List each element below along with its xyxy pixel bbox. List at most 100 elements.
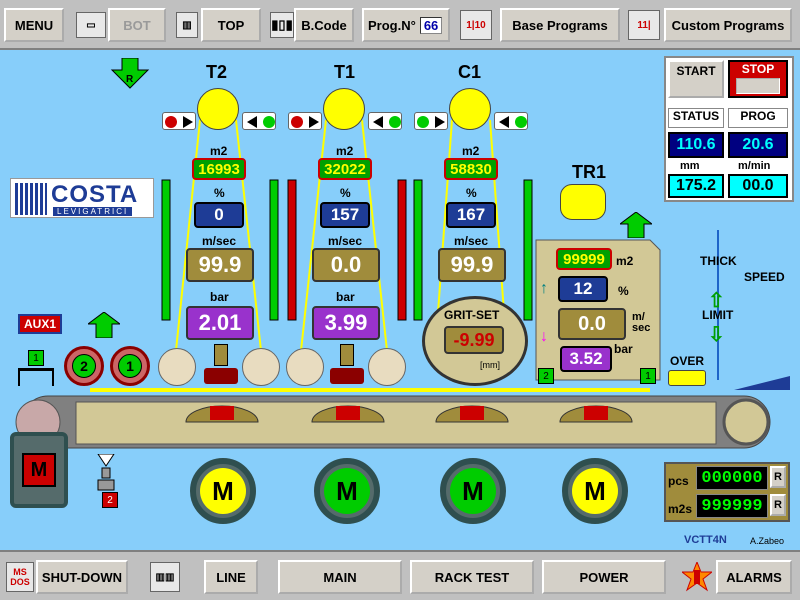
motor-t1[interactable]: M: [314, 458, 380, 524]
tension-indicators: [161, 179, 533, 321]
t2-speed-label: m/sec: [202, 234, 237, 248]
c1-m2-value: 58830: [444, 158, 498, 180]
prog-number-label: Prog.N°: [368, 17, 416, 33]
t2-right-oscillator[interactable]: [242, 112, 276, 130]
machine-panel: R T2 T1 C1 m2 16993 % 0 m/sec 99.9 bar 2…: [0, 50, 800, 550]
stop-label: STOP: [741, 62, 775, 76]
tr1-badge-left: 2: [538, 368, 554, 384]
t2-left-oscillator[interactable]: [162, 112, 196, 130]
conveyor-bed: [75, 401, 717, 445]
grit-set-value[interactable]: -9.99: [444, 326, 504, 354]
t1-bar-label: bar: [336, 290, 355, 304]
rack-test-button[interactable]: RACK TEST: [410, 560, 534, 594]
tr1-down-small-icon: ↓: [540, 328, 548, 345]
top-machine-icon: ▥: [176, 12, 198, 38]
counter-2-circle[interactable]: 2: [64, 346, 104, 386]
start-button[interactable]: START: [668, 60, 724, 98]
prog-number-field[interactable]: Prog.N° 66: [362, 8, 450, 42]
costa-logo-sub: LEVIGATRICI: [53, 207, 133, 216]
motor-c1[interactable]: M: [440, 458, 506, 524]
top-button[interactable]: TOP: [201, 8, 261, 42]
drop-device-icon: [96, 453, 116, 506]
over-label: OVER: [670, 354, 705, 368]
m2s-reset-button[interactable]: R: [770, 494, 786, 516]
c1-left-oscillator[interactable]: [414, 112, 448, 130]
grit-set-unit: [mm]: [480, 360, 500, 370]
mm-value[interactable]: 175.2: [668, 174, 724, 198]
t2-bar-value[interactable]: 2.01: [186, 306, 254, 340]
custom-programs-icon: 11|: [628, 10, 660, 40]
status-label: STATUS: [668, 108, 724, 128]
bot-machine-icon: ▭: [76, 12, 106, 38]
c1-speed-value[interactable]: 99.9: [438, 248, 506, 282]
tr1-m2-label: m2: [616, 254, 634, 268]
t1-bar-value[interactable]: 3.99: [312, 306, 380, 340]
t1-speed-label: m/sec: [328, 234, 363, 248]
main-button[interactable]: MAIN: [278, 560, 402, 594]
t2-left-roller: [158, 348, 196, 386]
tr1-speed-value[interactable]: 0.0: [558, 308, 626, 340]
pcs-value: 000000: [696, 466, 768, 490]
aux1-button[interactable]: AUX1: [18, 314, 62, 334]
power-button[interactable]: POWER: [542, 560, 666, 594]
thick-up-icon[interactable]: ⇧: [708, 290, 725, 312]
tr1-drum[interactable]: [560, 184, 606, 220]
pressure-pads: [185, 405, 633, 423]
conveyor-motor[interactable]: M: [10, 432, 68, 508]
tr1-pct-value[interactable]: 12: [558, 276, 608, 302]
t1-left-oscillator[interactable]: [288, 112, 322, 130]
head-t1-drum[interactable]: [323, 88, 365, 130]
sensor-badge: 1: [28, 350, 44, 366]
c1-right-oscillator[interactable]: [494, 112, 528, 130]
t1-m2-value: 32022: [318, 158, 372, 180]
aux-up-arrow-icon[interactable]: [86, 311, 122, 339]
barcode-icon: ▮▯▮: [270, 12, 294, 38]
t1-right-roller: [368, 348, 406, 386]
t1-m2-label: m2: [336, 144, 354, 158]
prog-value: 20.6: [728, 132, 788, 158]
head-t2-drum[interactable]: [197, 88, 239, 130]
drop-badge: 2: [102, 492, 118, 508]
tr1-pct-label: %: [618, 284, 629, 298]
t2-pct-value[interactable]: 0: [194, 202, 244, 228]
msdos-icon[interactable]: MS DOS: [6, 562, 34, 592]
t1-pct-value[interactable]: 157: [320, 202, 370, 228]
t2-speed-value[interactable]: 99.9: [186, 248, 254, 282]
mmin-value[interactable]: 00.0: [728, 174, 788, 198]
bcode-button[interactable]: B.Code: [294, 8, 354, 42]
shutdown-button[interactable]: SHUT-DOWN: [36, 560, 128, 594]
t1-right-oscillator[interactable]: [368, 112, 402, 130]
c1-m2-label: m2: [462, 144, 480, 158]
c1-pct-value[interactable]: 167: [446, 202, 496, 228]
conveyor-motor-label: M: [22, 453, 56, 487]
mmin-label: m/min: [738, 160, 771, 172]
speed-wedge-icon: [734, 376, 790, 390]
pcs-reset-button[interactable]: R: [770, 466, 786, 488]
tr1-m2-value: 99999: [556, 248, 612, 270]
line-button[interactable]: LINE: [204, 560, 258, 594]
counter-1-value: 1: [118, 354, 142, 378]
t1-speed-value[interactable]: 0.0: [312, 248, 380, 282]
custom-programs-button[interactable]: Custom Programs: [664, 8, 792, 42]
menu-button[interactable]: MENU: [4, 8, 64, 42]
head-c1-drum[interactable]: [449, 88, 491, 130]
reset-arrow-icon[interactable]: R: [108, 57, 152, 92]
bot-button[interactable]: BOT: [108, 8, 166, 42]
head-t2-title: T2: [206, 62, 228, 82]
counter-2-value: 2: [72, 354, 96, 378]
t2-pad: [204, 368, 238, 384]
head-c1-title: C1: [458, 62, 482, 82]
alarms-button[interactable]: ALARMS: [716, 560, 792, 594]
thick-label: THICK: [700, 254, 737, 268]
tr1-bar-value[interactable]: 3.52: [560, 346, 612, 372]
motor-tr1[interactable]: M: [562, 458, 628, 524]
counter-1-circle[interactable]: 1: [110, 346, 150, 386]
stop-button[interactable]: STOP: [728, 60, 788, 98]
base-programs-button[interactable]: Base Programs: [500, 8, 620, 42]
tr1-up-arrow-icon[interactable]: [618, 211, 654, 239]
tr1-title: TR1: [572, 162, 607, 182]
thick-down-icon[interactable]: ⇩: [708, 324, 725, 346]
t2-pad-arrow-icon: [214, 344, 228, 366]
motor-t2[interactable]: M: [190, 458, 256, 524]
tr1-speed-label: m/ sec: [632, 311, 651, 334]
